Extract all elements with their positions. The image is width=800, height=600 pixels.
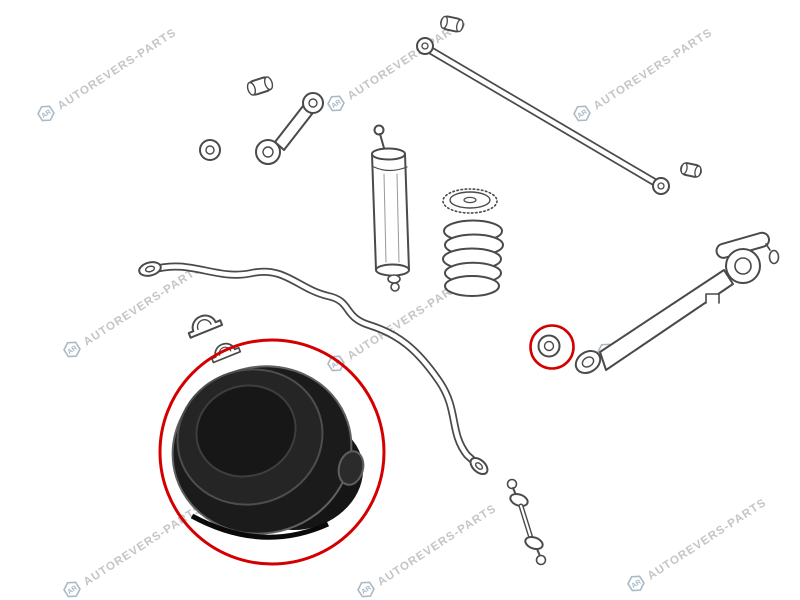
- shock-lower-eye: [390, 282, 400, 292]
- bolt-line: [765, 243, 771, 251]
- link-shaft-fill: [519, 504, 533, 540]
- shock-stem: [379, 133, 385, 149]
- shock-top-cap: [371, 147, 406, 161]
- bushing-closeup: [171, 365, 365, 540]
- arm-eye: [574, 350, 602, 374]
- watermark-text: AUTOREVERS-PARTS: [376, 503, 499, 589]
- ar-logo-text: AR: [330, 99, 342, 110]
- bushing-inner-sleeve-nub: [337, 450, 365, 486]
- shock-collar-line: [373, 166, 408, 172]
- sleeve-end: [680, 162, 688, 175]
- shock-bottom-cap: [375, 263, 410, 277]
- stabilizer-end-link: [506, 478, 547, 566]
- ar-logo-text: AR: [40, 109, 52, 120]
- bushing-inner-face: [195, 384, 297, 478]
- eye-hole: [144, 265, 156, 273]
- bar-fill: [149, 264, 480, 467]
- link-bushing-upper-hole: [308, 98, 318, 108]
- clamp: [187, 314, 224, 339]
- watermark: AR AUTOREVERS-PARTS: [573, 27, 715, 122]
- eye-hole: [581, 356, 595, 368]
- trailing-arm: [574, 231, 780, 374]
- shock-shading-line: [383, 173, 387, 263]
- shock-top-stud: [373, 124, 385, 136]
- sleeve-end: [440, 15, 449, 29]
- shock-shading-line: [396, 173, 400, 263]
- ar-logo-hexagon-icon: [327, 95, 345, 112]
- retainer-clip: [705, 293, 720, 304]
- watermark-text: AUTOREVERS-PARTS: [82, 503, 205, 589]
- coil-spring: [442, 219, 504, 297]
- upper-control-arm-link: [199, 76, 324, 165]
- ar-logo-text: AR: [66, 345, 78, 356]
- link-top-housing: [509, 492, 529, 508]
- shock-body: [371, 153, 410, 271]
- stabilizer-bushing-clamps: [187, 314, 242, 364]
- panhard-rod: [416, 15, 702, 195]
- link-top-stud: [506, 478, 518, 490]
- separate-bushing-hole: [205, 145, 215, 155]
- bolt-sleeve-bottom: [680, 162, 702, 178]
- bushing-sleeve-small: [246, 76, 274, 96]
- link-bottom-pin: [536, 548, 541, 557]
- arm-bushing-inner: [734, 257, 752, 275]
- bushing-depth-arc: [556, 338, 561, 354]
- bar-end-eye-left: [138, 261, 162, 277]
- diagram-parts: [138, 15, 780, 566]
- link-bottom-housing: [524, 535, 544, 551]
- ar-logo-hexagon-icon: [357, 581, 375, 598]
- arm-body: [599, 269, 734, 371]
- spring-coil: [444, 275, 500, 297]
- isolator-center: [463, 196, 477, 204]
- sleeve-end: [455, 19, 464, 33]
- watermarks: AR AUTOREVERS-PARTS AR AUTOREVERS-PARTS …: [37, 17, 769, 598]
- ar-logo-text: AR: [630, 579, 642, 590]
- watermark: AR AUTOREVERS-PARTS: [37, 27, 179, 122]
- rod-eye-left-hole: [421, 42, 429, 50]
- ar-logo-text: AR: [360, 585, 372, 596]
- stabilizer-bar: [138, 261, 489, 476]
- ar-logo-hexagon-icon: [627, 575, 645, 592]
- clamp-inner-arc: [196, 319, 212, 331]
- washer: [768, 249, 780, 265]
- highlight-circle-small: [529, 324, 575, 370]
- sleeve-end: [263, 76, 274, 91]
- watermark: AR AUTOREVERS-PARTS: [63, 503, 205, 598]
- bolt-sleeve-top: [440, 15, 464, 33]
- ar-logo-text: AR: [576, 109, 588, 120]
- sleeve-end: [246, 81, 257, 96]
- ar-logo-text: AR: [66, 585, 78, 596]
- ar-logo-hexagon-icon: [327, 355, 345, 372]
- clamp-body: [187, 314, 224, 339]
- watermark-text: AUTOREVERS-PARTS: [646, 497, 769, 583]
- sleeve-end: [694, 165, 702, 178]
- bar-end-eye-right: [469, 456, 489, 476]
- watermark-text: AUTOREVERS-PARTS: [592, 27, 715, 113]
- ar-logo-hexagon-icon: [37, 105, 55, 122]
- ar-logo-hexagon-icon: [63, 341, 81, 358]
- shock-absorber: [371, 124, 410, 292]
- link-bottom-stud: [535, 554, 547, 566]
- watermark: AR AUTOREVERS-PARTS: [627, 497, 769, 592]
- highlighted-bushing: [537, 334, 561, 358]
- shock-lower-mount: [387, 274, 401, 284]
- watermark: AR AUTOREVERS-PARTS: [357, 503, 499, 598]
- ar-logo-hexagon-icon: [573, 105, 591, 122]
- rod-fill: [427, 47, 659, 186]
- rod-eye-right-hole: [657, 182, 665, 190]
- link-rod: [274, 105, 313, 151]
- bushing-bottom-lip: [190, 513, 330, 540]
- watermark: AR AUTOREVERS-PARTS: [63, 263, 205, 358]
- bushing-hole: [543, 340, 555, 352]
- ar-logo-text: AR: [330, 359, 342, 370]
- watermark-text: AUTOREVERS-PARTS: [56, 27, 179, 113]
- link-bushing-lower-hole: [262, 146, 274, 158]
- ar-logo-hexagon-icon: [63, 581, 81, 598]
- highlight-circle-large: [158, 338, 386, 566]
- spring-isolator: [442, 188, 498, 214]
- isolator-face: [449, 191, 491, 209]
- eye-hole: [474, 462, 484, 470]
